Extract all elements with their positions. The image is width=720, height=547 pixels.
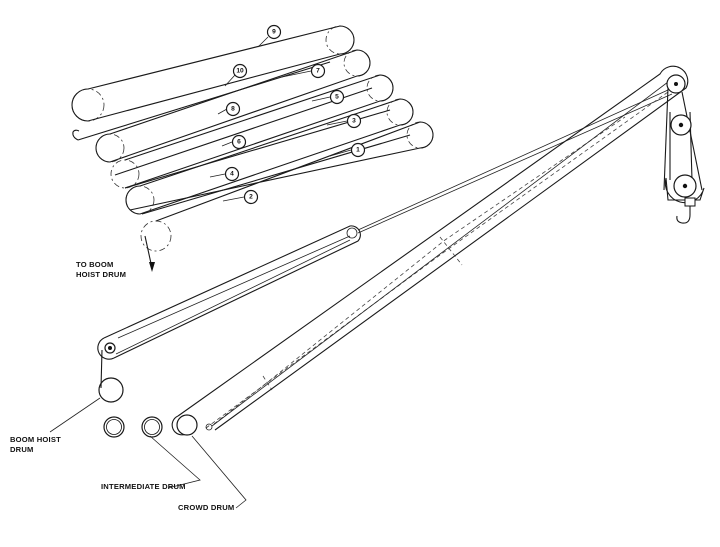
rope-loop-3 — [125, 98, 414, 215]
callout-5: 5 — [335, 94, 339, 101]
rope-part-4 — [124, 109, 391, 189]
hoist-line — [211, 81, 669, 427]
callout-2: 2 — [249, 194, 253, 201]
boom-centerline-2 — [213, 116, 626, 425]
dead-end-eye — [72, 129, 80, 141]
rope-loop-9 — [71, 25, 355, 122]
reeving-detail: 9 10 7 8 5 6 3 4 1 2 TO BOOM HOIST DRUM — [71, 24, 434, 279]
callout-8: 8 — [231, 106, 235, 113]
part-number-callouts: 9 10 7 8 5 6 3 4 1 2 — [209, 24, 366, 205]
gantry-foot — [97, 337, 115, 360]
crowd-drum — [176, 414, 198, 436]
callout-6: 6 — [237, 139, 241, 146]
callout-10: 10 — [236, 68, 244, 75]
boom-hoist-drum-label-2: DRUM — [10, 445, 34, 454]
boom-hoist-drum-leader — [49, 397, 101, 433]
callout-3: 3 — [352, 118, 356, 125]
crane-rigging: BOOM HOIST DRUM INTERMEDIATE DRUM CROWD … — [10, 65, 705, 512]
boom-centerline-1 — [205, 91, 669, 429]
intermediate-drum — [141, 416, 163, 438]
to-boom-hoist-drum-label-2: HOIST DRUM — [76, 270, 126, 279]
left-sheave-3 — [110, 159, 140, 189]
drum-small-left — [103, 416, 125, 438]
to-boom-hoist-drum-label-1: TO BOOM — [76, 260, 114, 269]
callout-9: 9 — [272, 29, 276, 36]
rope-loop-1 — [129, 121, 434, 222]
lead-arrow-icon — [149, 262, 155, 272]
hook-icon — [676, 204, 691, 224]
intermediate-drum-label: INTERMEDIATE DRUM — [101, 482, 186, 491]
boom — [177, 65, 689, 431]
crowd-drum-leader — [191, 435, 247, 509]
boom-hoist-drum-label-1: BOOM HOIST — [10, 435, 61, 444]
rope-part-2 — [141, 134, 411, 215]
gantry-head-sheave — [346, 227, 358, 239]
gantry-arm — [103, 225, 361, 359]
rope-part-6 — [114, 87, 373, 176]
intermediate-drum-leader — [149, 435, 201, 489]
boom-hoist-drum — [98, 377, 124, 403]
rope-part-10 — [77, 61, 331, 141]
callout-4: 4 — [230, 171, 234, 178]
rope-loop-7 — [95, 49, 371, 163]
boom-pendant-rope — [357, 89, 669, 231]
rope-loop-5 — [124, 74, 394, 189]
callout-1: 1 — [356, 147, 360, 154]
callout-7: 7 — [316, 68, 320, 75]
crowd-drum-label: CROWD DRUM — [178, 503, 234, 512]
